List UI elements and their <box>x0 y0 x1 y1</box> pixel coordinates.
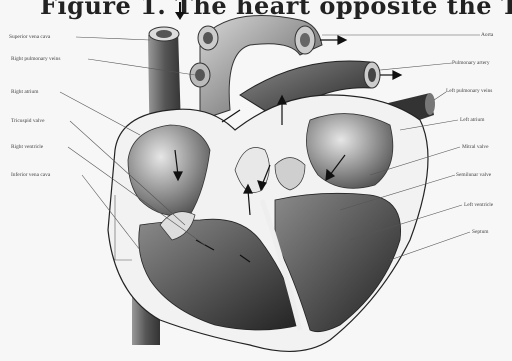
label-right-atrium: Right atrium <box>11 89 38 96</box>
label-left-atrium: Left atrium <box>460 117 484 124</box>
label-right-pulmonary-veins: Right pulmonary veins <box>11 56 60 63</box>
label-inferior-vena-cava: Inferior vena cava <box>11 172 50 179</box>
label-left-pulmonary-veins: Left pulmonary veins <box>446 88 492 95</box>
label-semilunar-valve: Semilunar valve <box>456 172 491 179</box>
label-left-ventricle: Left ventricle <box>464 202 493 209</box>
label-right-ventricle: Right ventricle <box>11 144 43 151</box>
label-aorta: Aorta <box>481 32 493 39</box>
label-mitral-valve: Mitral valve <box>462 144 489 151</box>
label-septum: Septum <box>472 229 488 236</box>
label-pulmonary-artery: Pulmonary artery <box>452 60 490 67</box>
top-arrow-icon <box>175 2 185 20</box>
label-superior-vena-cava: Superior vena cava <box>9 34 50 41</box>
label-tricuspid-valve: Tricuspid valve <box>11 118 45 125</box>
